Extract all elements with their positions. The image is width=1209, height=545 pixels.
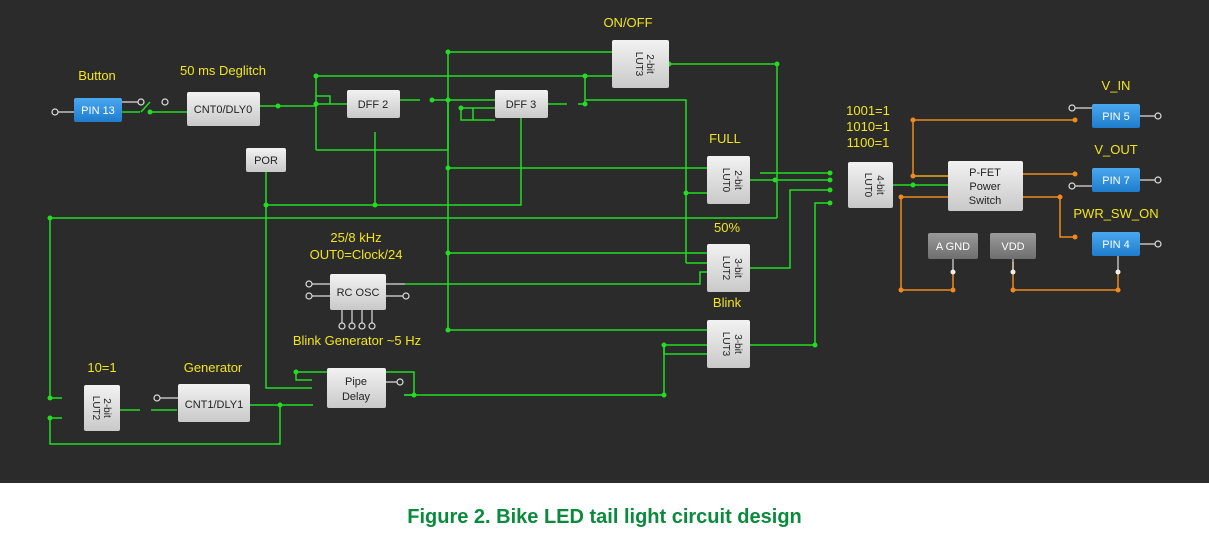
label-on-off: ON/OFF [603, 15, 652, 30]
pipe-label-2: Delay [342, 391, 371, 403]
label-v-out: V_OUT [1094, 142, 1137, 157]
lut2-3bit-block[interactable]: 3-bit LUT2 [707, 244, 750, 292]
vdd-label: VDD [1001, 241, 1024, 253]
pin5-block[interactable]: PIN 5 [1092, 104, 1140, 128]
pipe-label-1: Pipe [345, 376, 367, 388]
orange-wires [900, 119, 1119, 291]
lut2-2bit-block[interactable]: 2-bit LUT2 [84, 385, 120, 431]
agnd-block[interactable]: A GND [928, 233, 978, 259]
lut0-4bit-block[interactable]: 4-bit LUT0 [848, 162, 893, 208]
pfet-label-2: Power [969, 181, 1001, 193]
lut2-2bit-label-a: 2-bit [101, 398, 112, 418]
cnt0-label: CNT0/DLY0 [194, 104, 252, 116]
dff2-label: DFF 2 [358, 99, 389, 111]
cnt0-block[interactable]: CNT0/DLY0 [187, 92, 260, 126]
lut0-2bit-block[interactable]: 2-bit LUT0 [707, 156, 750, 204]
label-pwr-sw-on: PWR_SW_ON [1073, 206, 1158, 221]
figure-caption: Figure 2. Bike LED tail light circuit de… [407, 506, 802, 528]
pin13-block[interactable]: PIN 13 [74, 98, 122, 122]
lut3-2bit-label-b: LUT3 [633, 52, 644, 77]
circuit-diagram: PIN 13 CNT0/DLY0 DFF 2 DFF 3 POR RC OSC … [47, 15, 1162, 445]
pin4-label: PIN 4 [1102, 239, 1130, 251]
green-wires [49, 51, 948, 445]
pfet-label-3: Switch [969, 195, 1001, 207]
lut3-2bit-block[interactable]: 2-bit LUT3 [612, 40, 669, 88]
label-button: Button [78, 68, 116, 83]
por-block[interactable]: POR [246, 148, 286, 172]
orange-dots [898, 117, 1121, 293]
cnt1-label: CNT1/DLY1 [185, 399, 243, 411]
pin4-block[interactable]: PIN 4 [1092, 232, 1140, 256]
label-lut4-1: 1001=1 [846, 103, 890, 118]
label-lut4-3: 1100=1 [847, 135, 890, 150]
pfet-power-switch-block[interactable]: P-FET Power Switch [948, 161, 1023, 211]
pipe-delay-block[interactable]: Pipe Delay [327, 368, 386, 408]
label-blink-gen: Blink Generator ~5 Hz [293, 333, 421, 348]
label-osc-1: 25/8 kHz [330, 230, 381, 245]
label-full: FULL [709, 131, 741, 146]
agnd-label: A GND [936, 241, 970, 253]
pin13-label: PIN 13 [81, 105, 115, 117]
vdd-block[interactable]: VDD [990, 233, 1036, 259]
lut0-2bit-label-b: LUT0 [720, 168, 731, 193]
label-generator: Generator [184, 360, 243, 375]
lut3-3bit-label-a: 3-bit [732, 334, 743, 354]
lut0-4bit-label-a: 4-bit [874, 175, 885, 195]
pin7-label: PIN 7 [1102, 175, 1130, 187]
lut3-3bit-label-b: LUT3 [720, 332, 731, 357]
cnt1-block[interactable]: CNT1/DLY1 [178, 384, 250, 422]
pin-stubs [58, 101, 1155, 399]
por-label: POR [254, 155, 278, 167]
lut3-3bit-block[interactable]: 3-bit LUT3 [707, 320, 750, 368]
label-ten-eq-one: 10=1 [87, 360, 116, 375]
rc-osc-block[interactable]: RC OSC [330, 274, 386, 310]
lut2-2bit-label-b: LUT2 [90, 396, 101, 421]
pfet-label-1: P-FET [969, 167, 1001, 179]
rc-osc-label: RC OSC [337, 287, 380, 299]
lut0-2bit-label-a: 2-bit [732, 170, 743, 190]
lut3-2bit-label-a: 2-bit [644, 54, 655, 74]
label-v-in: V_IN [1102, 78, 1131, 93]
lut0-4bit-label-b: LUT0 [862, 173, 873, 198]
pin7-block[interactable]: PIN 7 [1092, 168, 1140, 192]
dff3-block[interactable]: DFF 3 [495, 90, 548, 118]
junction-dots [47, 49, 916, 421]
pin5-label: PIN 5 [1102, 111, 1130, 123]
lut2-3bit-label-a: 3-bit [732, 258, 743, 278]
dff3-label: DFF 3 [506, 99, 537, 111]
lut2-3bit-label-b: LUT2 [720, 256, 731, 281]
label-lut4-2: 1010=1 [846, 119, 890, 134]
dff2-block[interactable]: DFF 2 [347, 90, 400, 118]
annotations: Button 50 ms Deglitch ON/OFF FULL 50% Bl… [78, 15, 1158, 375]
label-deglitch: 50 ms Deglitch [180, 63, 266, 78]
label-blink: Blink [713, 295, 742, 310]
circuit-canvas: PIN 13 CNT0/DLY0 DFF 2 DFF 3 POR RC OSC … [0, 0, 1209, 483]
label-osc-2: OUT0=Clock/24 [310, 247, 403, 262]
label-fifty: 50% [714, 220, 740, 235]
